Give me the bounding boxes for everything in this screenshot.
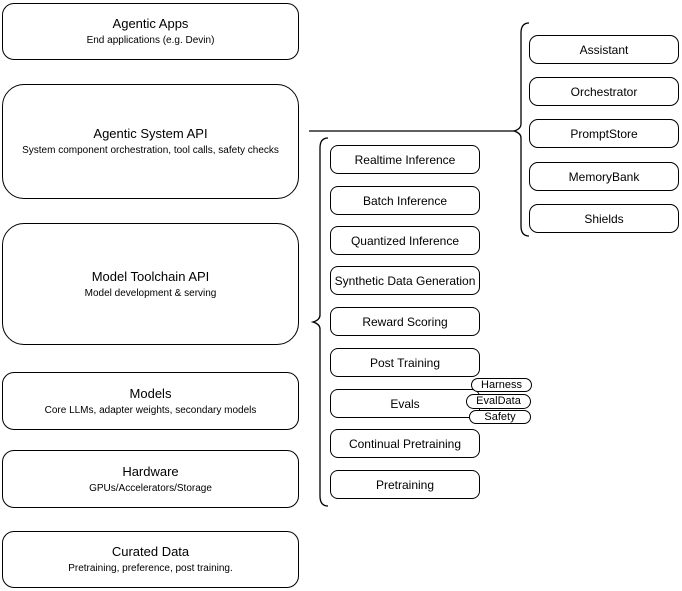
node-agentic-system-api: Agentic System API System component orch… [2,84,299,199]
node-title: Hardware [122,463,179,479]
node-label: Continual Pretraining [348,436,462,451]
node-label: Quantized Inference [350,233,460,248]
node-title: Curated Data [111,544,190,559]
node-realtime-inference: Realtime Inference [330,145,480,174]
node-subtitle: Model development & serving [84,287,217,299]
tag-safety: Safety [469,410,531,424]
node-label: Reward Scoring [362,314,448,329]
tag-label: Harness [481,378,522,391]
node-curated-data: Curated Data Pretraining, preference, po… [2,531,299,588]
node-synthetic-data-generation: Synthetic Data Generation [330,266,480,295]
node-subtitle: GPUs/Accelerators/Storage [89,482,212,494]
tag-evaldata: EvalData [466,394,531,409]
node-label: Pretraining [375,477,435,492]
node-models: Models Core LLMs, adapter weights, secon… [2,372,299,430]
node-label: Shields [584,211,624,226]
node-promptstore: PromptStore [529,119,679,148]
node-quantized-inference: Quantized Inference [330,226,480,255]
node-hardware: Hardware GPUs/Accelerators/Storage [2,450,299,508]
node-title: Agentic Apps [112,16,189,31]
node-subtitle: End applications (e.g. Devin) [86,35,215,46]
tag-label: Safety [484,410,516,423]
node-shields: Shields [529,204,679,233]
tag-label: EvalData [476,395,521,407]
node-label: PromptStore [570,126,638,141]
node-label: Post Training [369,355,441,370]
node-label: Evals [390,396,420,411]
node-subtitle: Pretraining, preference, post training. [68,563,233,574]
toolchain-group-bracket [310,137,329,507]
node-orchestrator: Orchestrator [529,77,679,106]
node-subtitle: Core LLMs, adapter weights, secondary mo… [44,404,257,416]
node-label: Orchestrator [570,84,638,99]
node-pretraining: Pretraining [330,470,480,499]
node-memorybank: MemoryBank [529,162,679,191]
system-group-bracket [511,22,530,237]
node-continual-pretraining: Continual Pretraining [330,429,480,458]
node-title: Model Toolchain API [91,268,210,284]
node-reward-scoring: Reward Scoring [330,307,480,336]
node-label: Realtime Inference [354,152,456,167]
node-assistant: Assistant [529,35,679,64]
node-subtitle: System component orchestration, tool cal… [22,145,279,156]
node-batch-inference: Batch Inference [330,186,480,215]
node-label: Synthetic Data Generation [334,273,476,288]
node-label: MemoryBank [568,169,640,184]
node-title: Agentic System API [93,126,208,141]
node-label: Assistant [579,42,629,57]
node-evals: Evals [330,389,480,418]
node-post-training: Post Training [330,348,480,377]
node-title: Models [129,385,172,401]
tag-harness: Harness [471,378,532,392]
node-model-toolchain-api: Model Toolchain API Model development & … [2,223,299,345]
node-agentic-apps: Agentic Apps End applications (e.g. Devi… [2,3,299,60]
node-label: Batch Inference [362,193,448,208]
